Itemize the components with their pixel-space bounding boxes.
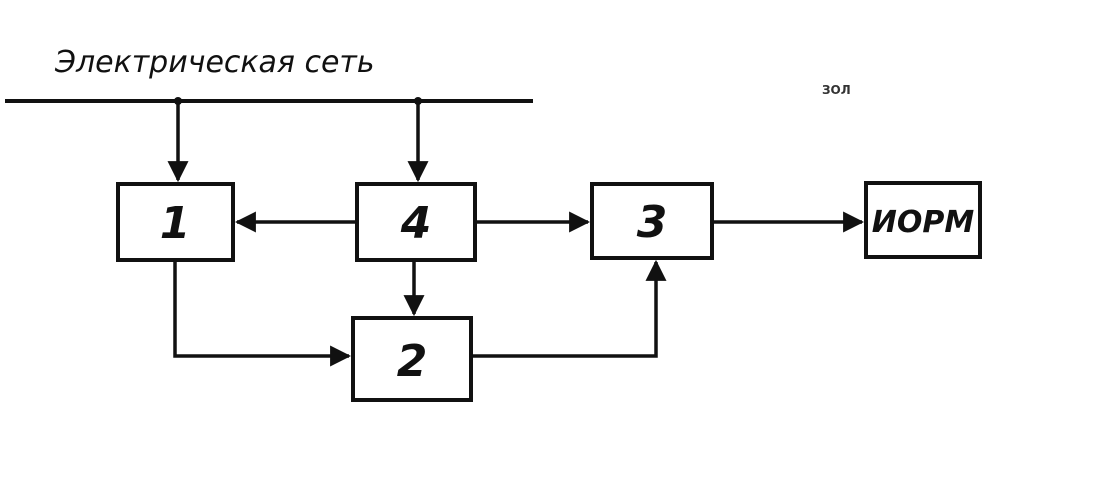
iorm-block — [864, 181, 982, 259]
block-4-label: 4 — [400, 198, 432, 249]
arrow-1-to-2 — [173, 260, 352, 367]
block-3 — [590, 182, 714, 260]
iorm-label: ИОРМ — [872, 205, 975, 240]
block-1 — [116, 182, 235, 262]
arrow-2-to-3 — [471, 259, 667, 358]
network-title: Электрическая сеть — [54, 45, 375, 80]
block-3-label: 3 — [637, 197, 668, 248]
block-1-label: 1 — [160, 198, 191, 249]
block-2 — [351, 316, 473, 402]
block-2-label: 2 — [397, 336, 428, 387]
stray-mark: ЗОЛ — [822, 83, 851, 97]
